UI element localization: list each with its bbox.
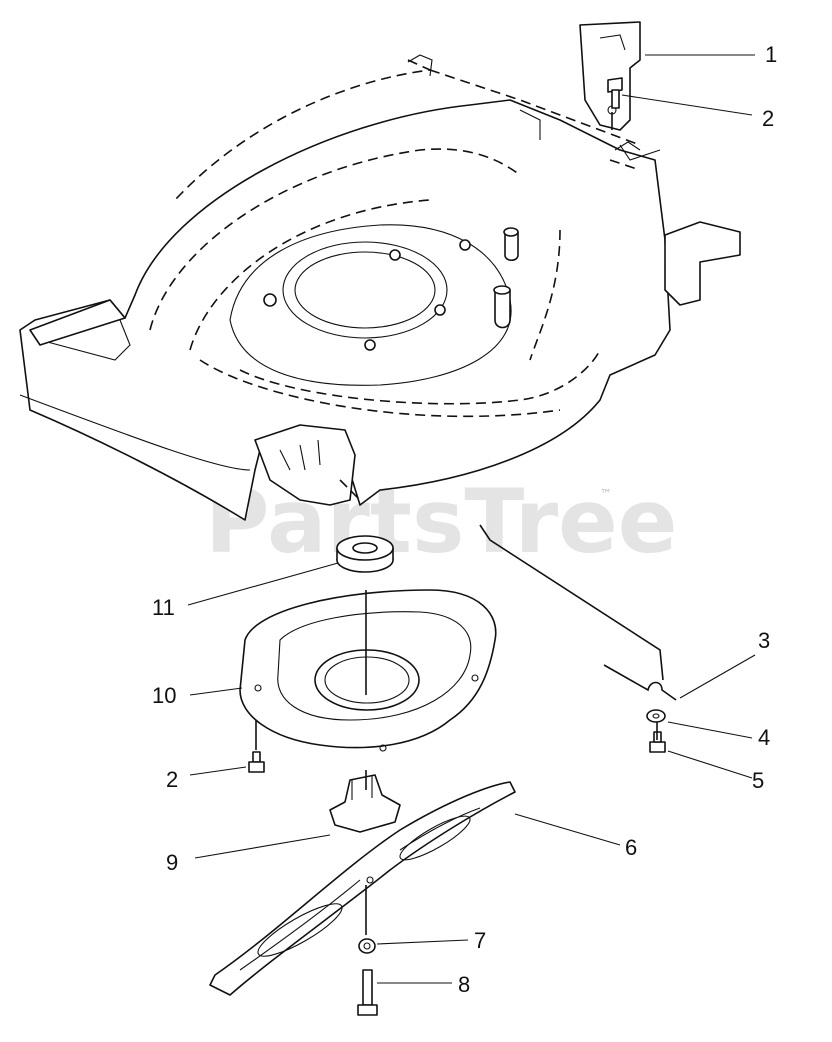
callout-1: 1: [765, 42, 777, 67]
part-screw-upper: [607, 77, 623, 109]
callout-4: 4: [758, 725, 770, 750]
part-spacer: [336, 535, 394, 573]
part-lock-washer: [358, 938, 376, 954]
watermark-trademark: ™: [600, 487, 612, 501]
callout-labels: 1 2 3 4 5 6 2 7 8 9 10 11: [152, 42, 777, 997]
leader-lines: [187, 54, 756, 984]
callout-10: 10: [152, 683, 176, 708]
callout-3: 3: [758, 628, 770, 653]
part-screw-lower: [248, 751, 265, 773]
watermark-text: PartsTree: [205, 470, 677, 573]
callout-7: 7: [474, 928, 486, 953]
callout-11: 11: [152, 595, 175, 620]
part-baffle: [239, 589, 497, 752]
callout-8: 8: [458, 972, 470, 997]
callout-5: 5: [752, 768, 764, 793]
assembly-lines: [255, 112, 664, 935]
callout-2-upper: 2: [762, 106, 774, 131]
mower-deck-housing: [19, 54, 741, 521]
part-blade-adapter: [329, 774, 401, 833]
callout-6: 6: [625, 835, 637, 860]
part-washer: [646, 709, 666, 723]
callout-9: 9: [166, 850, 178, 875]
part-blade-bolt: [357, 969, 378, 1016]
callout-2-lower: 2: [166, 767, 178, 792]
part-bracket: [579, 21, 641, 131]
part-blade: [209, 781, 516, 996]
part-hook: [603, 664, 677, 701]
